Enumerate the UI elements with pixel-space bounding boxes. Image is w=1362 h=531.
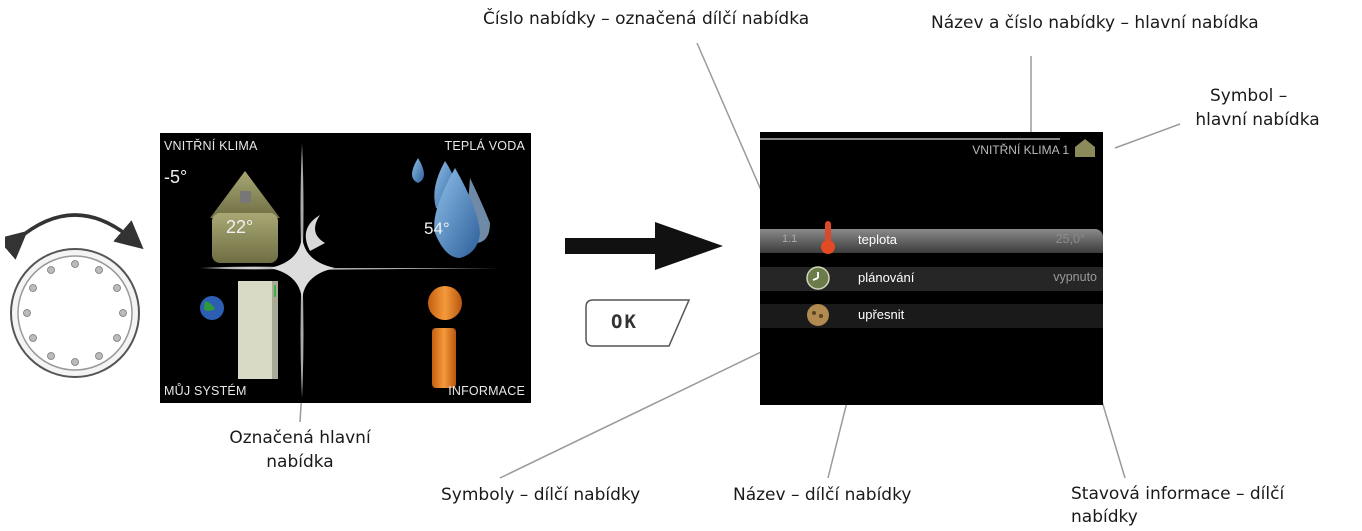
info-icon [428,286,462,388]
clock-icon [806,266,830,290]
thermometer-icon [821,221,835,254]
submenu-row-status: 25,0° [1055,232,1085,246]
ok-button-shape [585,299,691,347]
ok-button[interactable]: OK [585,299,692,347]
callout-status-line1: Stavová informace – dílčí [1071,484,1285,504]
callout-sub-symbols: Symboly – dílčí nabídky [441,485,641,505]
water-drops-icon [412,158,490,258]
indoor-temperature: 22° [226,217,254,237]
callout-menu-name-number: Název a číslo nabídky – hlavní nabídka [931,13,1259,33]
leader-symbol-main [1114,123,1181,149]
header-rule [760,138,1060,140]
submenu-row-status: vypnuto [1053,270,1097,284]
outdoor-temperature: -5° [164,167,188,187]
callout-menu-number: Číslo nabídky – označená dílčí nabídka [483,9,810,29]
submenu-header-title: VNITŘNÍ KLIMA 1 [972,143,1069,157]
quadrant-label-my-system[interactable]: MŮJ SYSTÉM [164,384,247,398]
callout-marked-main-line2: nabídka [266,452,334,472]
callout-marked-main-line1: Označená hlavní [229,428,371,448]
main-menu-screen: VNITŘNÍ KLIMA TEPLÁ VODA MŮJ SYSTÉM INFO… [160,133,531,403]
submenu-row-advanced[interactable]: upřesnit [760,304,1103,328]
callout-sub-name: Název – dílčí nabídky [733,485,912,505]
submenu-row-label: teplota [858,232,898,247]
advanced-settings-icon [807,304,829,326]
callout-symbol-main-line1: Symbol – [1210,86,1288,106]
callout-symbol-main: Symbol – hlavní nabídka [1190,84,1325,132]
heat-pump-icon [238,281,278,379]
rotate-arrow-icon [0,213,144,260]
right-arrow-icon [565,222,723,270]
callout-marked-main: Označená hlavní nabídka [205,426,395,474]
house-symbol-icon [1075,139,1095,157]
callout-status: Stavová informace – dílčí nabídky [1071,483,1284,529]
control-dial[interactable] [0,200,150,380]
main-menu-graphics [200,143,500,398]
quadrant-label-indoor-climate[interactable]: VNITŘNÍ KLIMA [164,139,258,153]
submenu-row-number: 1.1 [782,233,798,245]
submenu-screen: VNITŘNÍ KLIMA 1 1.1 teplota 25,0° plánov… [760,132,1103,405]
water-temperature: 54° [424,219,450,238]
menu-selector-star [200,143,500,398]
ok-button-label: OK [611,311,638,333]
house-icon [210,171,280,263]
page-curl-icon [305,215,325,251]
submenu-row-label: upřesnit [858,307,905,322]
control-dial-graphic [0,213,144,378]
submenu-row-temperature[interactable]: 1.1 teplota 25,0° [760,221,1103,254]
quadrant-label-information[interactable]: INFORMACE [448,384,525,398]
submenu-row-scheduling[interactable]: plánování vypnuto [760,266,1103,291]
quadrant-label-hot-water[interactable]: TEPLÁ VODA [444,139,525,153]
callout-status-line2: nabídky [1071,507,1138,527]
submenu-row-label: plánování [858,270,915,285]
callout-symbol-main-line2: hlavní nabídka [1195,110,1320,130]
